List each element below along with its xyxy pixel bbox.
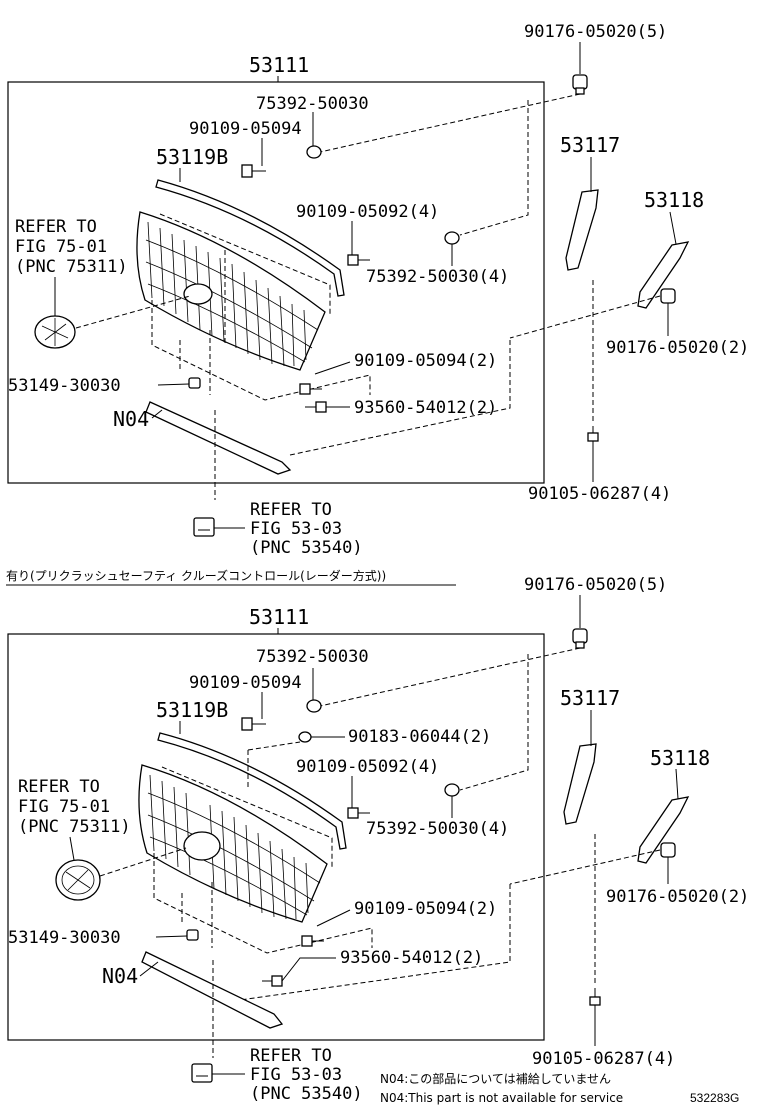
top-clip-c	[188, 377, 201, 389]
top-label-refer-emblem-1: REFER TO	[15, 217, 97, 237]
bottom-label-refer-bottom-1: REFER TO	[250, 1046, 332, 1066]
bottom-label-refer-emblem-2: FIG 75-01	[18, 797, 110, 817]
top-stay-left	[565, 189, 599, 271]
bottom-clip-nut	[306, 699, 322, 713]
bottom-label-refer-bottom-3: (PNC 53540)	[250, 1084, 363, 1104]
bottom-frame	[7, 633, 545, 1041]
top-label-refer-bottom-2: FIG 53-03	[250, 519, 342, 539]
top-clip-nut	[306, 145, 322, 159]
bottom-label-bolt: 90105-06287(4)	[532, 1049, 675, 1069]
top-label-stay-left: 53117	[560, 133, 620, 157]
top-screw-c	[299, 383, 322, 395]
top-bracket	[145, 401, 292, 475]
bottom-screw-d	[262, 975, 283, 987]
bottom-label-refer-emblem-1: REFER TO	[18, 777, 100, 797]
top-label-screw-c: 90109-05094(2)	[354, 351, 497, 371]
bottom-label-refer-bottom-2: FIG 53-03	[250, 1065, 342, 1085]
bottom-section: 53111	[7, 575, 749, 1104]
bottom-clip-top	[572, 628, 588, 649]
figure-code: 532283G	[690, 1091, 739, 1105]
bottom-stay-left	[563, 743, 597, 825]
bottom-washer	[298, 731, 312, 743]
top-molding	[155, 179, 345, 297]
top-label-refer-emblem-2: FIG 75-01	[15, 237, 107, 257]
top-label-clip-top: 90176-05020(5)	[524, 22, 667, 42]
bottom-label-bracket: N04	[102, 964, 138, 988]
top-stay-right	[637, 241, 690, 309]
top-label-clip-right: 90176-05020(2)	[606, 338, 749, 358]
bottom-label-stay-right: 53118	[650, 746, 710, 770]
bottom-label-clip-c: 53149-30030	[8, 928, 121, 948]
top-label-clip-nut: 75392-50030	[256, 94, 369, 114]
bottom-bracket	[141, 951, 284, 1029]
bottom-bottom-clip	[191, 1063, 213, 1083]
top-label-clip-c: 53149-30030	[8, 376, 121, 396]
bottom-screw-a	[241, 717, 266, 731]
top-screw-d	[305, 401, 327, 413]
bottom-label-screw-c: 90109-05094(2)	[354, 899, 497, 919]
top-label-bolt: 90105-06287(4)	[528, 484, 671, 504]
bottom-clip-c	[186, 929, 199, 941]
top-clip-right	[660, 288, 676, 304]
top-label-nut-b: 75392-50030(4)	[366, 267, 509, 287]
bottom-label-screw-b: 90109-05092(4)	[296, 757, 439, 777]
section-caption: 有り(プリクラッシュセーフティ クルーズコントロール(レーダー方式))	[6, 568, 386, 583]
top-label-stay-right: 53118	[644, 188, 704, 212]
top-bolt	[587, 426, 599, 452]
top-grille	[136, 211, 326, 371]
bottom-frame-title: 53111	[249, 605, 309, 629]
top-screw-a	[241, 164, 266, 178]
top-nut-b	[444, 231, 460, 245]
bottom-grille	[138, 764, 328, 923]
top-label-refer-emblem-3: (PNC 75311)	[15, 257, 128, 277]
bottom-label-washer: 90183-06044(2)	[348, 727, 491, 747]
top-label-bracket: N04	[113, 407, 149, 431]
bottom-label-nut-b: 75392-50030(4)	[366, 819, 509, 839]
top-screw-b	[347, 254, 370, 266]
bottom-label-screw-d: 93560-54012(2)	[340, 948, 483, 968]
bottom-nut-b	[444, 783, 460, 797]
bottom-label-stay-left: 53117	[560, 686, 620, 710]
bottom-screw-b	[347, 807, 370, 819]
bottom-label-refer-emblem-3: (PNC 75311)	[18, 817, 131, 837]
note-jp: N04:この部品については補給していません	[380, 1071, 611, 1086]
top-bottom-clip	[193, 517, 215, 537]
top-frame	[7, 81, 545, 484]
top-label-screw-b: 90109-05092(4)	[296, 202, 439, 222]
top-label-screw-d: 93560-54012(2)	[354, 398, 497, 418]
bottom-screw-c	[301, 935, 324, 947]
note-en: N04:This part is not available for servi…	[380, 1091, 623, 1105]
top-label-molding: 53119B	[156, 145, 228, 169]
top-frame-title: 53111	[249, 53, 309, 77]
bottom-label-screw-a: 90109-05094	[189, 673, 302, 693]
top-section: 53111	[7, 22, 749, 558]
bottom-label-molding: 53119B	[156, 698, 228, 722]
bottom-label-clip-top: 90176-05020(5)	[524, 575, 667, 595]
bottom-bolt	[589, 988, 601, 1016]
top-label-refer-bottom-3: (PNC 53540)	[250, 538, 363, 558]
top-label-refer-bottom-1: REFER TO	[250, 500, 332, 520]
bottom-label-clip-right: 90176-05020(2)	[606, 887, 749, 907]
bottom-stay-right	[637, 796, 690, 864]
top-label-screw-a: 90109-05094	[189, 119, 302, 139]
bottom-clip-right	[660, 842, 676, 858]
bottom-molding	[157, 732, 347, 850]
top-clip-top	[572, 74, 588, 95]
bottom-label-clip-nut: 75392-50030	[256, 647, 369, 667]
